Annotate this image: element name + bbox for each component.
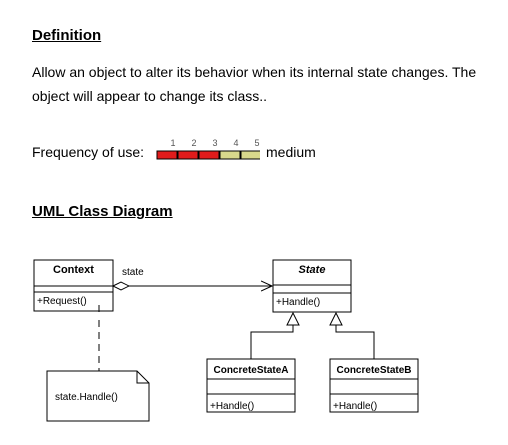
context-class: Context +Request() — [33, 259, 114, 312]
frequency-segment — [240, 150, 260, 160]
note-box: state.Handle() — [46, 370, 150, 422]
concrete-state-a-class: ConcreteStateA +Handle() — [206, 358, 296, 413]
concrete-state-b-name: ConcreteStateB — [336, 365, 411, 376]
frequency-scale-number: 5 — [254, 138, 259, 148]
association-context-state: state — [111, 267, 272, 291]
frequency-scale-number: 2 — [191, 138, 196, 148]
state-class-method: +Handle() — [276, 297, 320, 308]
inheritance-triangle-b — [329, 311, 343, 326]
frequency-segment — [177, 150, 199, 160]
definition-text: Allow an object to alter its behavior wh… — [32, 64, 477, 104]
definition-heading: Definition — [32, 27, 102, 44]
state-class: State +Handle() — [272, 259, 352, 313]
concrete-state-b-class: ConcreteStateB +Handle() — [329, 358, 419, 413]
frequency-scale-numbers: 1 2 3 4 5 — [170, 138, 259, 148]
frequency-segment — [219, 150, 241, 160]
concrete-state-b-method: +Handle() — [333, 401, 377, 412]
frequency-segment — [156, 150, 178, 160]
inheritance-line-b — [335, 325, 375, 359]
context-class-name: Context — [53, 264, 94, 276]
context-class-method: +Request() — [37, 296, 87, 307]
frequency-scale-number: 4 — [233, 138, 238, 148]
frequency-label: Frequency of use: — [32, 144, 145, 160]
frequency-bar — [156, 150, 260, 160]
inheritance-triangle-a — [286, 311, 300, 326]
frequency-scale-number: 1 — [170, 138, 175, 148]
frequency-segment — [198, 150, 220, 160]
frequency-level-text: medium — [266, 144, 316, 160]
concrete-state-a-method: +Handle() — [210, 401, 254, 412]
concrete-state-a-name: ConcreteStateA — [213, 365, 288, 376]
association-label: state — [122, 267, 144, 278]
state-class-name: State — [299, 264, 326, 276]
inheritance-line-a — [250, 325, 294, 359]
aggregation-diamond — [111, 281, 131, 291]
inheritance-arrows — [250, 311, 375, 359]
note-text: state.Handle() — [55, 392, 118, 403]
uml-heading: UML Class Diagram — [32, 203, 173, 220]
frequency-scale-number: 3 — [212, 138, 217, 148]
